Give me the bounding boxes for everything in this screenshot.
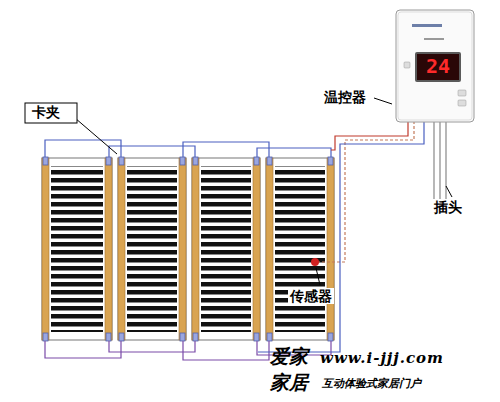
callout-box [25,103,77,123]
watermark: 互动体验式家居门户 [322,378,421,391]
heating-panels [42,158,334,340]
watermark: www.i-jjj.com [320,350,444,367]
watermark: 爱家 [270,346,308,368]
top-wires [45,140,331,157]
sensor-dot [311,258,319,266]
part-label: 传感器 [288,288,334,304]
watermark: 家居 [270,372,308,394]
leader-lines [75,98,452,285]
part-label: 插头 [432,199,464,215]
display-digits: 24 [417,54,459,78]
part-label: 温控器 [322,89,368,105]
thermostat-device [396,10,474,122]
thermostat-display: 24 [415,52,461,82]
clips [43,157,333,341]
thermostat-wires [258,121,446,352]
part-label: 卡夹 [30,104,62,120]
